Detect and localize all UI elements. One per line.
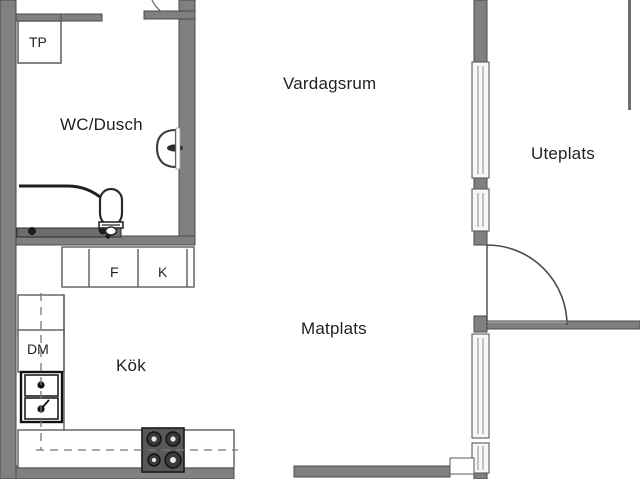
doors-group: [151, 0, 568, 326]
fixture-label-freezer: F: [110, 264, 119, 280]
window-lower-2: [471, 442, 490, 474]
fixture-label-tp: TP: [29, 34, 47, 50]
wall-exterior-left: [0, 0, 17, 479]
room-label-matplats: Matplats: [301, 319, 367, 338]
wall-wc-top-stub: [143, 10, 196, 20]
cabinet-run-top: [61, 246, 195, 288]
wall-wc-right: [178, 0, 196, 244]
room-label-uteplats: Uteplats: [531, 144, 595, 163]
door-entry-top[interactable]: [151, 0, 163, 13]
window-sill-dining: [449, 457, 475, 475]
kitchen-fixtures: [17, 246, 238, 473]
room-label-wc: WC/Dusch: [60, 115, 143, 134]
wall-patio-doorjamb-bottom: [473, 315, 488, 333]
room-label-kok: Kök: [116, 356, 146, 375]
wall-patio-doorjamb-top: [473, 230, 488, 246]
door-patio[interactable]: [486, 244, 568, 326]
room-label-vardagsrum: Vardagsrum: [283, 74, 377, 93]
wall-patio-divider-mid: [473, 177, 488, 190]
wall-patio-divider-upper: [473, 0, 488, 63]
wall-dining-bottom: [293, 465, 451, 478]
bathroom-fixtures: [16, 20, 124, 239]
fixture-label-fridge: K: [158, 264, 168, 280]
window-lower-1: [471, 333, 490, 439]
tp-box: [17, 20, 62, 64]
counter-run-bottom: [17, 429, 235, 469]
window-upper-1: [471, 61, 490, 179]
windows-group: [449, 61, 490, 475]
fixture-label-dishwasher: DM: [27, 341, 49, 357]
window-upper-2: [471, 188, 490, 232]
door-wc-hatch[interactable]: [155, 127, 183, 170]
upper-cabinet-dashed: [36, 293, 238, 451]
wall-exterior-right-edge: [628, 0, 631, 110]
toilet-fixture: [98, 187, 124, 236]
wall-wc-top-right: [60, 13, 103, 22]
